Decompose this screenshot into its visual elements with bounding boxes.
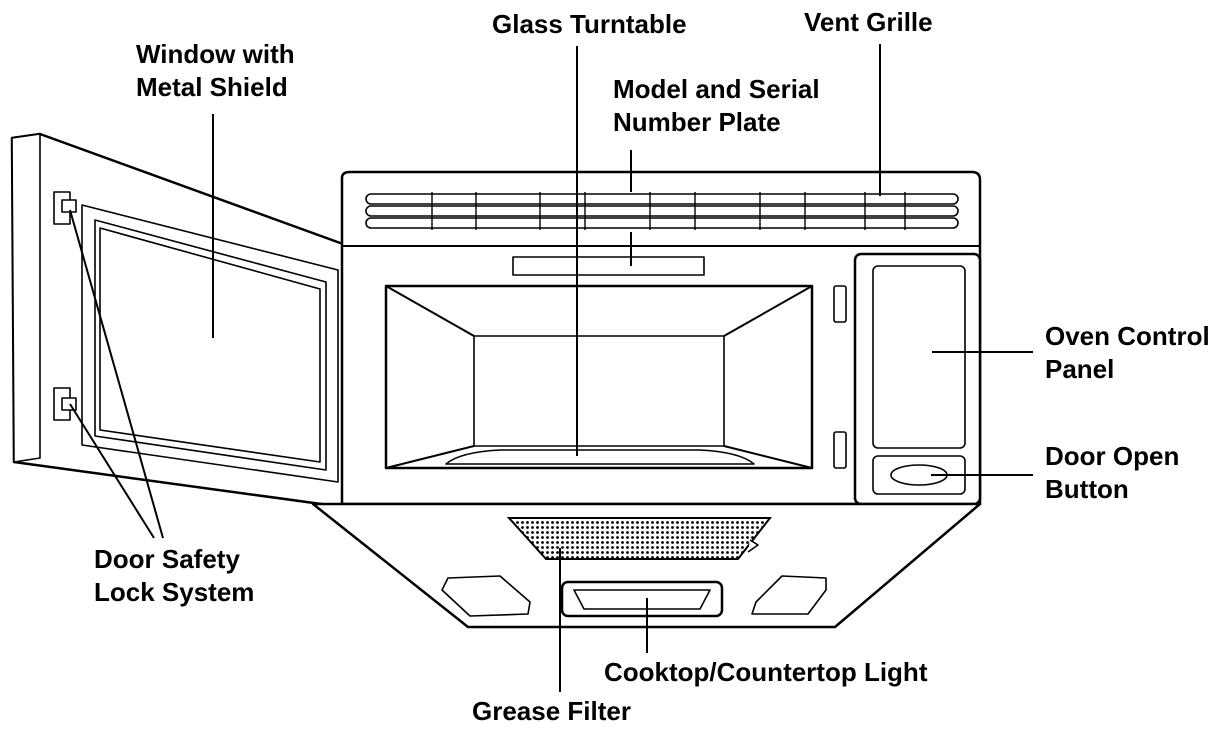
oven-bottom xyxy=(311,502,982,629)
left-light-lens xyxy=(441,575,531,617)
label-glass-turntable: Glass Turntable xyxy=(492,8,687,41)
open-door xyxy=(10,132,374,512)
label-grease-filter: Grease Filter xyxy=(472,695,631,728)
grease-filter xyxy=(506,517,773,560)
label-line: Grease Filter xyxy=(472,696,631,726)
control-panel xyxy=(872,265,966,449)
label-line: Lock System xyxy=(94,577,255,607)
label-door-open-button: Door Open Button xyxy=(1045,440,1179,506)
leader-lines xyxy=(69,44,1033,692)
oven-body xyxy=(340,170,982,506)
label-line: Number Plate xyxy=(613,107,781,137)
label-line: Oven Control xyxy=(1045,321,1210,351)
label-line: Window with xyxy=(136,39,295,69)
label-line: Door Open xyxy=(1045,441,1180,471)
lower-door-latch xyxy=(53,387,77,421)
label-line: Cooktop/Countertop Light xyxy=(604,657,928,687)
oven-cavity xyxy=(384,284,814,470)
right-light-lens xyxy=(751,575,827,615)
label-cooktop-countertop-light: Cooktop/Countertop Light xyxy=(604,656,927,689)
upper-door-latch xyxy=(53,191,77,225)
label-oven-control-panel: Oven Control Panel xyxy=(1045,320,1210,386)
label-model-serial-plate: Model and Serial Number Plate xyxy=(613,73,820,139)
label-line: Metal Shield xyxy=(136,72,288,102)
label-line: Model and Serial xyxy=(613,74,820,104)
vent-grille xyxy=(365,192,959,230)
label-line: Panel xyxy=(1045,354,1115,384)
label-line: Vent Grille xyxy=(804,7,933,37)
glass-turntable xyxy=(445,449,755,465)
model-serial-plate xyxy=(512,256,705,276)
label-line: Door Safety xyxy=(94,544,240,574)
label-line: Glass Turntable xyxy=(492,9,687,39)
label-vent-grille: Vent Grille xyxy=(804,6,933,39)
label-door-safety-lock-system: Door Safety Lock System xyxy=(94,543,254,609)
label-window-with-metal-shield: Window with Metal Shield xyxy=(136,38,295,104)
label-line: Button xyxy=(1045,474,1129,504)
